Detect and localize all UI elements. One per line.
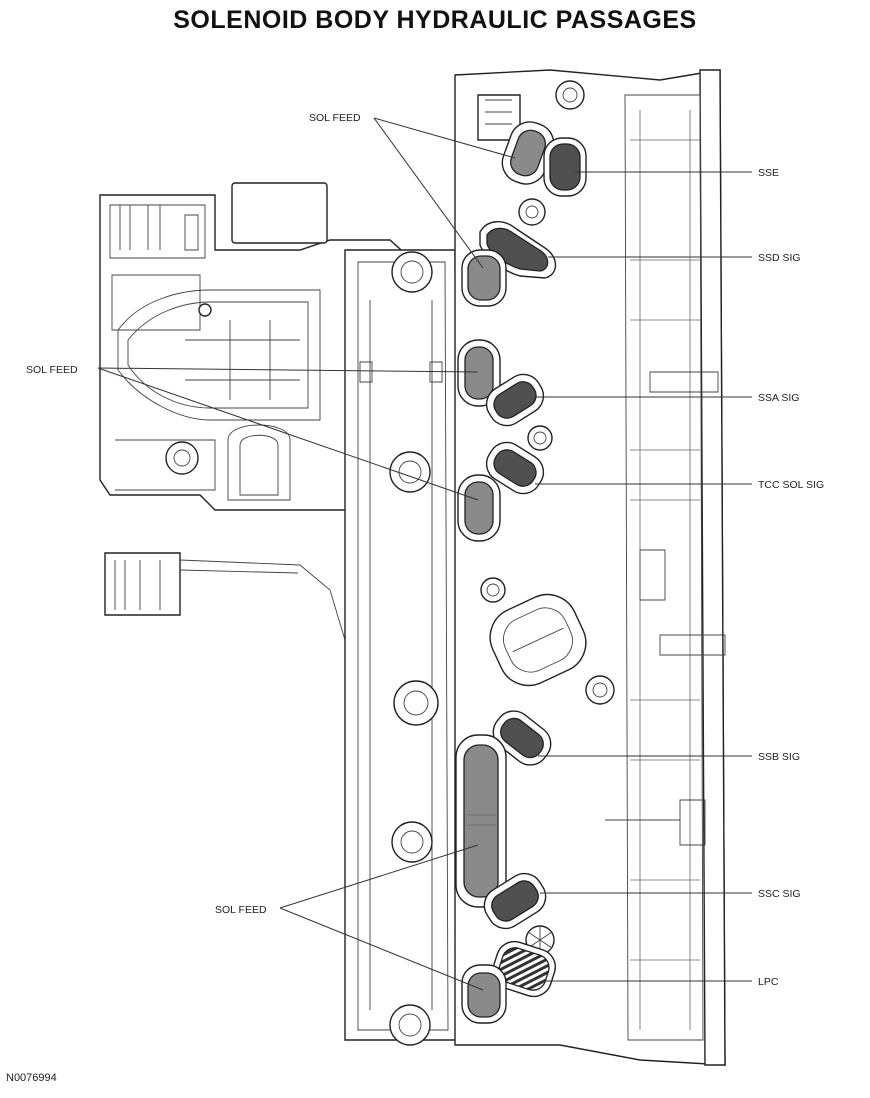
label-lpc: LPC xyxy=(758,976,779,988)
label-sol-feed-bottom: SOL FEED xyxy=(215,904,267,916)
sse-passage xyxy=(549,143,581,191)
ssc-sig-passage xyxy=(491,880,539,922)
figure-id: N0076994 xyxy=(6,1072,57,1084)
label-sol-feed-top: SOL FEED xyxy=(309,112,361,124)
label-ssd-sig: SSD SIG xyxy=(758,252,801,264)
ssb-sig-passage xyxy=(500,717,544,759)
passage-plate xyxy=(344,249,461,1046)
label-ssa-sig: SSA SIG xyxy=(758,392,799,404)
diagram-title: SOLENOID BODY HYDRAULIC PASSAGES xyxy=(173,6,697,34)
label-sse: SSE xyxy=(758,167,779,179)
sol-feed-upper-passage xyxy=(467,255,501,301)
solenoid-body xyxy=(454,69,726,1066)
ssa-sig-passage xyxy=(493,381,537,419)
label-ssc-sig: SSC SIG xyxy=(758,888,801,900)
sol-feed-bottom-passage xyxy=(467,972,501,1018)
label-sol-feed-mid: SOL FEED xyxy=(26,364,78,376)
label-ssb-sig: SSB SIG xyxy=(758,751,800,763)
hydraulic-passages xyxy=(455,121,587,1024)
lpc-passage xyxy=(498,947,550,991)
sol-feed-top-passage xyxy=(509,129,547,177)
sol-feed-tcc-passage xyxy=(464,481,494,535)
label-tcc-sol-sig: TCC SOL SIG xyxy=(758,479,824,491)
leader-lines xyxy=(97,117,752,991)
tcc-sol-sig-passage xyxy=(493,449,537,487)
sol-feed-mid-passage xyxy=(464,346,494,400)
sol-feed-long-passage xyxy=(463,744,499,898)
